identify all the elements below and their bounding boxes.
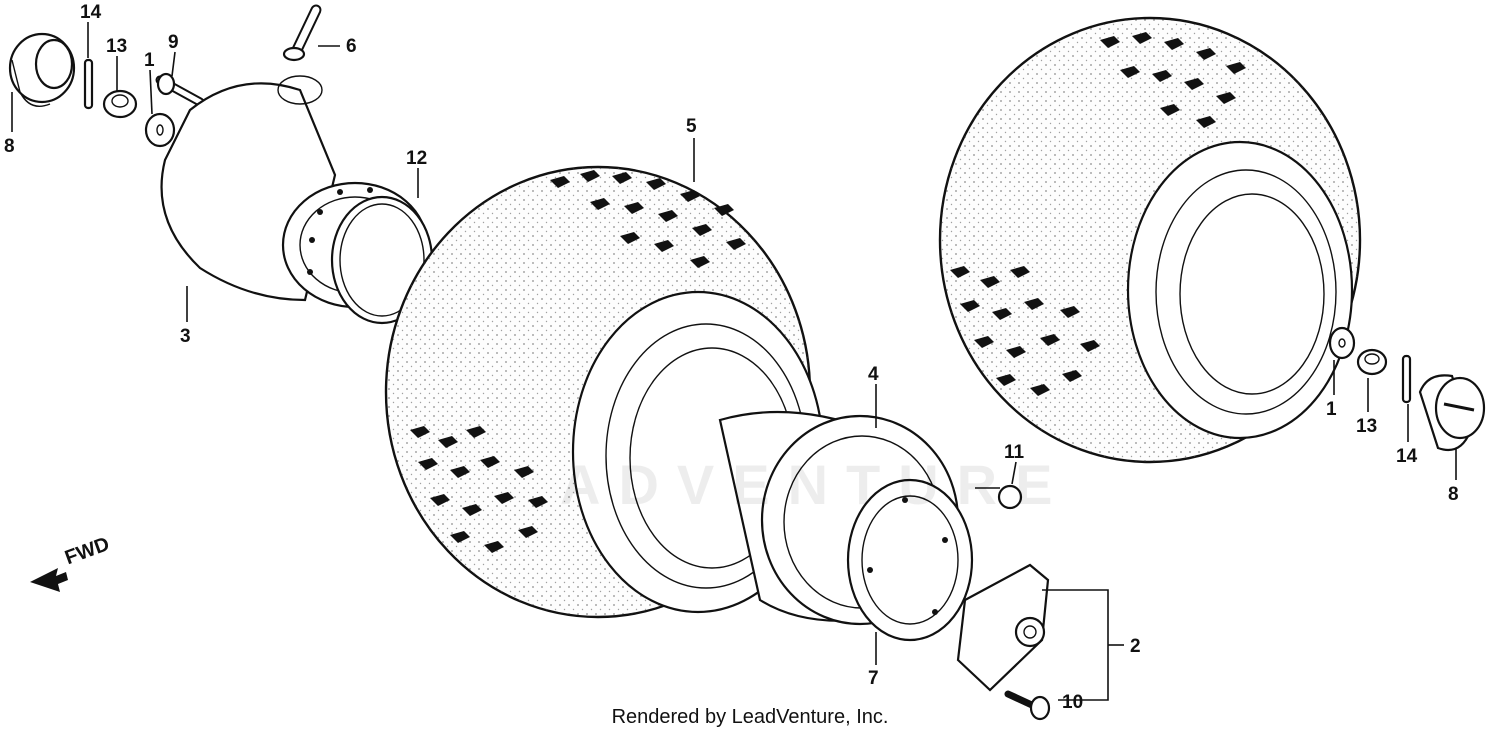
callout-8-right: 8: [1448, 484, 1459, 505]
callout-1-left: 1: [144, 50, 155, 71]
tire-rear-right[interactable]: [938, 16, 1362, 464]
part-8-cap-right[interactable]: [1418, 374, 1486, 452]
callout-8-left: 8: [4, 136, 15, 157]
callout-labels: 14 13 9 1 8 6 12 3 5 4 11 1 13 14 8 2 7 …: [4, 2, 1459, 713]
part-2-hub[interactable]: [956, 563, 1050, 692]
part-13-nut-right[interactable]: [1356, 348, 1388, 376]
callout-12: 12: [406, 148, 427, 169]
callout-13-left: 13: [106, 36, 127, 57]
callout-11: 11: [1004, 442, 1025, 463]
part-14-cotter-pin-left[interactable]: [83, 58, 94, 110]
part-14-cotter-pin-right[interactable]: [1401, 354, 1412, 404]
callout-7: 7: [868, 668, 879, 689]
part-1-washer-right[interactable]: [1328, 326, 1356, 360]
callout-3: 3: [180, 326, 191, 347]
part-13-nut-left[interactable]: [102, 89, 138, 119]
fwd-arrow-icon: [30, 568, 68, 592]
part-7-hub-plate[interactable]: [846, 478, 974, 642]
callout-1-right: 1: [1326, 399, 1337, 420]
part-11-nut[interactable]: [975, 484, 1023, 510]
callout-6: 6: [346, 36, 357, 57]
callout-10: 10: [1062, 692, 1083, 713]
part-8-cap-left[interactable]: [8, 32, 76, 107]
credit-text: Rendered by LeadVenture, Inc.: [611, 706, 889, 728]
callout-2: 2: [1130, 636, 1141, 657]
part-9-bolt[interactable]: [155, 72, 205, 107]
callout-13-right: 13: [1356, 416, 1377, 437]
part-5-tire-front[interactable]: [384, 165, 825, 619]
callout-5: 5: [686, 116, 697, 137]
callout-4: 4: [868, 364, 879, 385]
callout-9: 9: [168, 32, 179, 53]
leader-lines: [11, 22, 1457, 701]
part-6-valve-stem[interactable]: [282, 4, 322, 62]
part-1-washer-left[interactable]: [144, 112, 176, 148]
callout-14-left: 14: [80, 2, 102, 23]
callout-14-right: 14: [1396, 446, 1418, 467]
part-10-bolt[interactable]: [1004, 690, 1051, 721]
